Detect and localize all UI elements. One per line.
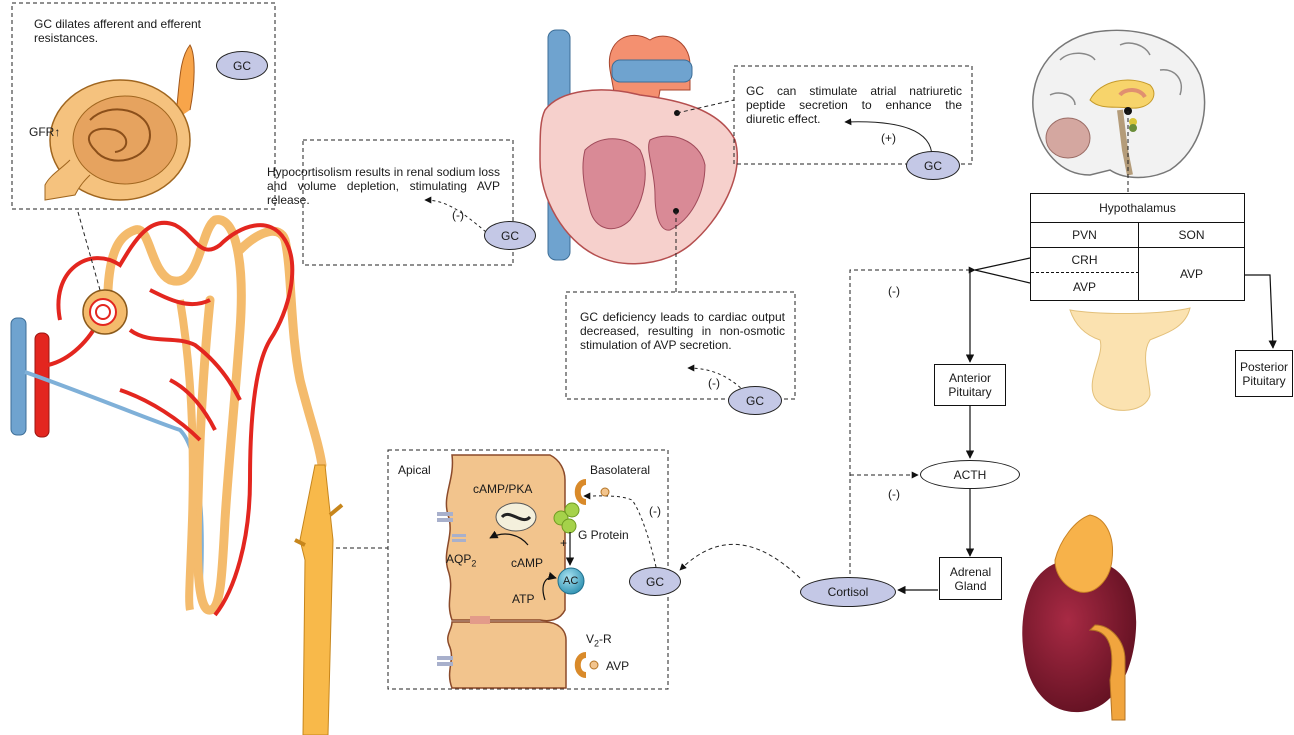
adrenal-kidney-illustration xyxy=(1022,515,1136,720)
gc-ellipse-kidney: GC xyxy=(216,51,268,80)
apical-label: Apical xyxy=(398,463,431,477)
camp-label: cAMP xyxy=(511,556,543,570)
v2r-label: V2-R xyxy=(586,632,612,650)
aqp-text: AQP xyxy=(446,552,471,566)
gc-ellipse-cell: GC xyxy=(629,567,681,596)
hypocortisolism-callout-text: Hypocortisolism results in renal sodium … xyxy=(267,165,500,207)
gc-ellipse-cardiac: GC xyxy=(728,386,782,415)
ac-label: AC xyxy=(563,574,578,588)
glomerulus-callout-text: GC dilates afferent and efferent resista… xyxy=(34,17,214,45)
gc-ellipse-anp: GC xyxy=(906,151,960,180)
hypothalamus-table: Hypothalamus PVN SON CRH AVP AVP xyxy=(1030,193,1245,301)
plus-sign-anp: (+) xyxy=(881,131,896,145)
gc-ellipse-hypocortisolism: GC xyxy=(484,221,536,250)
minus-sign-hypocortisolism: (-) xyxy=(452,208,464,222)
aqp2-label: AQP2 xyxy=(446,552,476,570)
v2r-text: V xyxy=(586,632,594,646)
avp-cell-son: AVP xyxy=(1139,248,1244,300)
basolateral-label: Basolateral xyxy=(590,463,650,477)
cortisol-ellipse: Cortisol xyxy=(800,577,896,607)
g-protein-label: G Protein xyxy=(578,528,629,542)
minus-sign-crh-feedback: (-) xyxy=(888,284,900,298)
minus-sign-cardiac: (-) xyxy=(708,376,720,390)
anp-callout-text: GC can stimulate atrial natriuretic pept… xyxy=(746,84,962,126)
anterior-pituitary-box: Anterior Pituitary xyxy=(934,364,1006,406)
posterior-pituitary-box: Posterior Pituitary xyxy=(1235,350,1293,397)
atp-label: ATP xyxy=(512,592,534,606)
heart-illustration xyxy=(540,30,737,264)
glomerulus-illustration xyxy=(45,45,194,200)
minus-sign-acth-feedback: (-) xyxy=(888,487,900,501)
cardiac-callout-text: GC deficiency leads to cardiac output de… xyxy=(580,310,785,352)
v2r-suffix: -R xyxy=(599,632,612,646)
pvn-cell: PVN xyxy=(1031,223,1139,248)
adrenal-gland-box: Adrenal Gland xyxy=(939,557,1002,600)
pituitary-illustration xyxy=(1070,308,1190,410)
son-cell: SON xyxy=(1139,223,1244,248)
crh-cell: CRH xyxy=(1031,248,1139,273)
brain-illustration xyxy=(1033,30,1205,177)
avp-cell-pvn: AVP xyxy=(1031,273,1139,300)
minus-sign-basolateral: (-) xyxy=(649,504,661,518)
nephron-illustration xyxy=(11,220,342,735)
acth-ellipse: ACTH xyxy=(920,460,1020,489)
camp-pka-label: cAMP/PKA xyxy=(473,482,532,496)
gfr-label: GFR↑ xyxy=(29,125,60,139)
plus-sign-gprotein: + xyxy=(560,536,567,550)
hypothalamus-title: Hypothalamus xyxy=(1031,194,1244,223)
avp-label-cell: AVP xyxy=(606,659,629,673)
aqp-subscript: 2 xyxy=(471,558,476,568)
